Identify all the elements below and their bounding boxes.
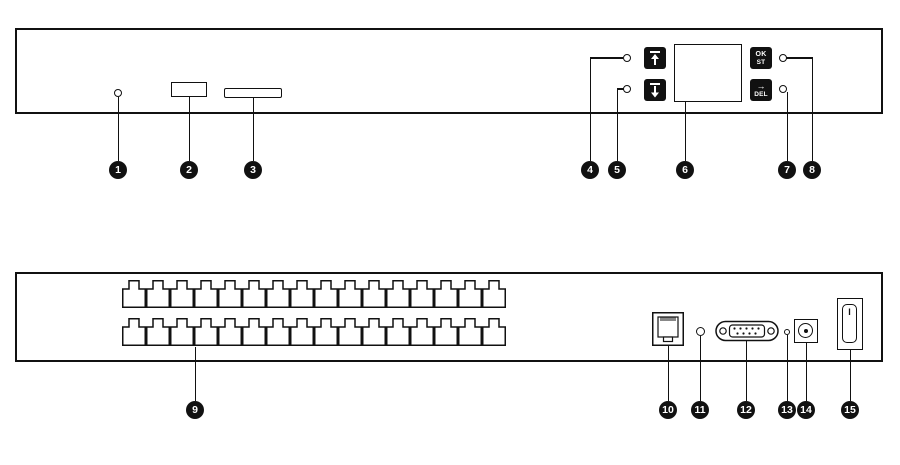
- power-switch-rocker: I: [842, 304, 857, 343]
- ok-st-button-label-1: OK: [755, 50, 767, 58]
- callout-line: [805, 343, 807, 401]
- rj45-port-row-top: [122, 280, 506, 308]
- callout-12: 12: [737, 401, 755, 419]
- callout-line: [786, 57, 812, 59]
- callout-line: [616, 88, 618, 161]
- rj45-port: [338, 280, 362, 308]
- rj45-port: [314, 318, 338, 346]
- callout-line: [590, 57, 623, 59]
- rj45-port: [266, 318, 290, 346]
- callout-line: [667, 346, 669, 401]
- del-button-label: DEL: [754, 91, 768, 98]
- callout-line: [117, 97, 119, 161]
- callout-line: [849, 350, 851, 401]
- rj45-port: [458, 280, 482, 308]
- callout-line: [684, 102, 686, 161]
- callout-line: [252, 98, 254, 161]
- rj45-port: [170, 280, 194, 308]
- rj45-port: [242, 318, 266, 346]
- small-port: [171, 82, 207, 97]
- power-led: [784, 329, 790, 335]
- rj45-port: [482, 280, 506, 308]
- port-down-button: [644, 79, 666, 101]
- del-button: → DEL: [750, 79, 772, 101]
- power-switch-on-label: I: [848, 307, 851, 317]
- rj45-port: [386, 280, 410, 308]
- reset-button: [696, 327, 705, 336]
- callout-6: 6: [676, 161, 694, 179]
- ok-st-button-label-2: ST: [756, 58, 766, 66]
- reset-pinhole: [114, 89, 122, 97]
- callout-line: [745, 341, 747, 401]
- rj45-port: [362, 318, 386, 346]
- callout-13: 13: [778, 401, 796, 419]
- rj45-port: [122, 280, 146, 308]
- del-led: [779, 85, 787, 93]
- down-arrow-from-bar-icon: [650, 83, 660, 98]
- rj45-port: [458, 318, 482, 346]
- callout-line: [617, 88, 624, 90]
- rj45-port: [194, 280, 218, 308]
- lan-port: [652, 312, 684, 346]
- rj45-port: [410, 280, 434, 308]
- power-switch: I: [837, 298, 863, 350]
- callout-8: 8: [803, 161, 821, 179]
- callout-1: 1: [109, 161, 127, 179]
- callout-11: 11: [691, 401, 709, 419]
- rj45-port: [434, 318, 458, 346]
- callout-14: 14: [797, 401, 815, 419]
- callout-7: 7: [778, 161, 796, 179]
- callout-3: 3: [244, 161, 262, 179]
- rj45-port: [218, 280, 242, 308]
- rj45-port: [290, 280, 314, 308]
- up-arrow-to-bar-icon: [650, 51, 660, 65]
- up-led: [623, 54, 631, 62]
- rj45-port-row-bottom: [122, 318, 506, 346]
- callout-4: 4: [581, 161, 599, 179]
- callout-line: [786, 335, 788, 401]
- port-up-button: [644, 47, 666, 69]
- rj45-port: [170, 318, 194, 346]
- rj45-port: [194, 318, 218, 346]
- lcd-display: [674, 44, 742, 102]
- dc-power-jack: [794, 319, 818, 343]
- rj45-port: [218, 318, 242, 346]
- callout-9: 9: [186, 401, 204, 419]
- callout-line: [786, 92, 788, 161]
- callout-line: [194, 347, 196, 401]
- power-jack-pin: [803, 328, 808, 333]
- rj45-port: [386, 318, 410, 346]
- rj45-port: [146, 318, 170, 346]
- rj45-port: [146, 280, 170, 308]
- rj45-port: [122, 318, 146, 346]
- rj45-port: [410, 318, 434, 346]
- rj45-port: [362, 280, 386, 308]
- rj45-port: [314, 280, 338, 308]
- down-led: [623, 85, 631, 93]
- callout-2: 2: [180, 161, 198, 179]
- rj45-port: [338, 318, 362, 346]
- rj45-port: [242, 280, 266, 308]
- rj45-port: [434, 280, 458, 308]
- rj45-port: [290, 318, 314, 346]
- callout-15: 15: [841, 401, 859, 419]
- callout-line: [589, 57, 591, 161]
- del-button-arrow-icon: →: [756, 81, 766, 91]
- rj45-port: [266, 280, 290, 308]
- callout-line: [811, 57, 813, 161]
- ok-st-button: OK ST: [750, 47, 772, 69]
- rj45-port: [482, 318, 506, 346]
- front-panel: [15, 28, 883, 114]
- callout-10: 10: [659, 401, 677, 419]
- callout-line: [699, 336, 701, 401]
- card-slot: [224, 88, 282, 98]
- serial-db9-port: [715, 320, 779, 342]
- callout-5: 5: [608, 161, 626, 179]
- callout-line: [188, 97, 190, 161]
